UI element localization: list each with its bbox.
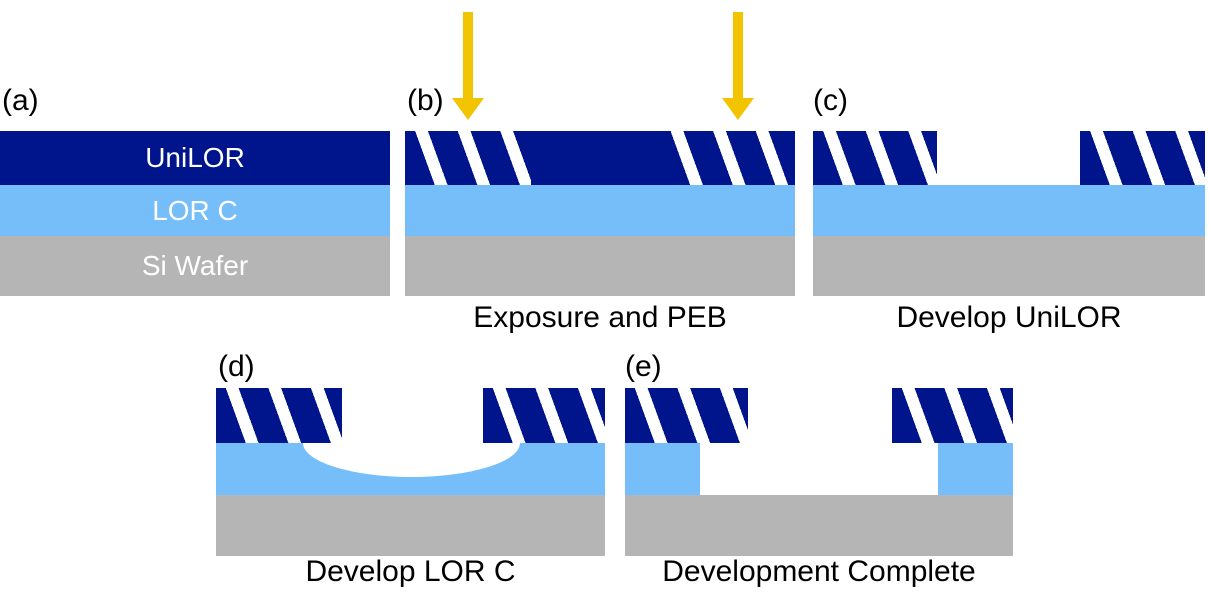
wafer-layer-label: Si Wafer [141,250,249,281]
panel-b-caption: Exposure and PEB [473,301,727,334]
panel-d-developed-bowl-cutout [303,443,520,477]
panel-a-lorc-layer: LOR C [0,185,390,236]
panel-e-wafer-layer [625,495,1013,556]
uv-exposure-arrow-left-icon [452,12,484,120]
panel-b-wafer-layer [405,236,795,296]
panel-d-wafer-layer [216,495,605,556]
unilor-layer-label: UniLOR [145,142,245,173]
panel-b-unexposed-unilor-region [531,131,671,185]
panel-d-exposed-unilor-block-left [216,388,342,443]
panel-e-label: (e) [625,350,662,383]
panel-d-lorc-layer [216,443,605,495]
panel-b-lorc-layer [405,185,795,236]
panel-c-exposed-unilor-block-left [813,131,937,185]
panel-a-label: (a) [2,84,39,117]
panel-c-caption: Develop UniLOR [896,301,1122,334]
panel-c-label: (c) [813,84,848,117]
panel-a-wafer-layer: Si Wafer [0,236,390,296]
panel-e-caption: Development Complete [662,555,976,588]
lorc-layer-label: LOR C [152,194,238,226]
panel-c-exposed-unilor-block-right [1080,131,1205,185]
panel-d-exposed-unilor-block-right [483,388,605,443]
uv-exposure-arrow-right-icon [722,12,754,120]
panel-b-label: (b) [407,84,444,117]
panel-b-exposed-unilor-layer [405,131,795,185]
panel-c-wafer-layer [813,236,1205,296]
panel-d-label: (d) [218,350,255,383]
panel-d-caption: Develop LOR C [305,555,516,588]
panel-a-unilor-layer: UniLOR [0,131,390,185]
panel-e-exposed-unilor-block-right [892,388,1013,443]
panel-c-lorc-layer [813,185,1205,236]
panel-e-lorc-remnant-right [938,443,1013,495]
panel-e-exposed-unilor-block-left [625,388,748,443]
panel-e-lorc-remnant-left [625,443,700,495]
